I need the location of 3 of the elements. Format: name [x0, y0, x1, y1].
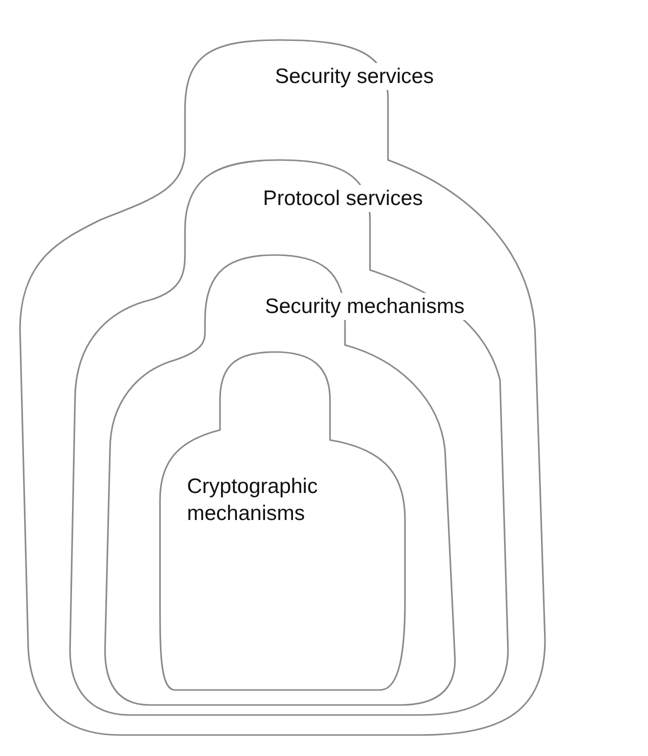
- region-label: Protocol services: [263, 185, 423, 212]
- region-label: Security mechanisms: [265, 293, 465, 320]
- region-label: Security services: [275, 63, 434, 90]
